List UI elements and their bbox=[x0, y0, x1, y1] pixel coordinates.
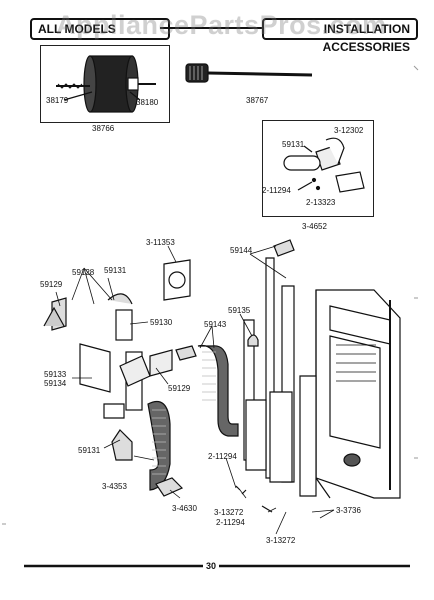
hole-saw-illustration bbox=[56, 55, 156, 113]
part-2-13323: 2-13323 bbox=[306, 198, 336, 207]
part-59143: 59143 bbox=[204, 320, 227, 329]
part-2-11294-kit: 2-11294 bbox=[262, 186, 291, 195]
header-rule bbox=[160, 27, 264, 29]
part-59133: 59133 bbox=[44, 370, 67, 379]
part-38766: 38766 bbox=[92, 124, 115, 133]
part-59129-mid: 59129 bbox=[168, 384, 191, 393]
dryer-cabinet-illustration bbox=[315, 289, 401, 499]
part-59135: 59135 bbox=[228, 306, 251, 315]
part-2-11294-mid: 2-11294 bbox=[208, 452, 237, 461]
part-59131-kit: 59131 bbox=[282, 140, 305, 149]
alcove-framing-illustration bbox=[243, 239, 317, 497]
vent-plates-illustration bbox=[43, 259, 191, 393]
drill-extension-illustration bbox=[185, 63, 313, 83]
part-3-12302: 3-12302 bbox=[334, 126, 364, 135]
leader-lines bbox=[55, 245, 335, 535]
part-59129-left: 59129 bbox=[40, 280, 63, 289]
part-59131-top: 59131 bbox=[104, 266, 127, 275]
models-title: ALL MODELS bbox=[30, 18, 170, 40]
drill-kit-frame bbox=[40, 45, 170, 123]
section-title: INSTALLATION ACCESSORIES bbox=[262, 18, 418, 54]
part-38179: 38179 bbox=[46, 96, 69, 105]
duct-illustration bbox=[103, 293, 239, 497]
part-3-13272-a: 3-13272 bbox=[214, 508, 244, 517]
part-59134: 59134 bbox=[44, 379, 67, 388]
part-59128: 59128 bbox=[72, 268, 95, 277]
part-3-13272-b: 3-13272 bbox=[266, 536, 296, 545]
part-59144: 59144 bbox=[230, 246, 253, 255]
page-number: 30 bbox=[203, 561, 220, 571]
watermark: AppliancePartsPros.com bbox=[56, 10, 387, 40]
vent-kit-frame bbox=[262, 120, 374, 217]
part-3-4652: 3-4652 bbox=[302, 222, 327, 231]
part-59130: 59130 bbox=[150, 318, 173, 327]
part-3-3736: 3-3736 bbox=[336, 506, 361, 515]
part-59131-low: 59131 bbox=[78, 446, 101, 455]
part-3-4353: 3-4353 bbox=[102, 482, 127, 491]
scan-marks bbox=[2, 65, 419, 525]
part-38767: 38767 bbox=[246, 96, 269, 105]
vent-kit-illustration bbox=[283, 137, 365, 193]
part-3-4630: 3-4630 bbox=[172, 504, 197, 513]
part-2-11294-low: 2-11294 bbox=[216, 518, 245, 527]
part-38180: 38180 bbox=[136, 98, 159, 107]
part-3-11353: 3-11353 bbox=[146, 238, 175, 247]
